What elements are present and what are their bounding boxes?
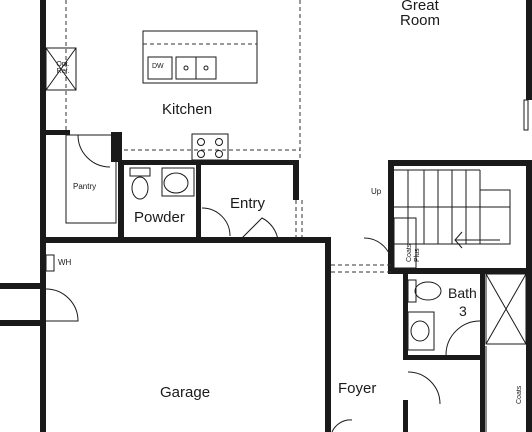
closet-left-wall (480, 268, 485, 432)
dishwasher-label: DW (152, 63, 164, 70)
right-exterior-wall (526, 160, 532, 432)
garage-label: Garage (160, 384, 211, 401)
entry-door-swing (239, 217, 279, 241)
coats-plus-closet (393, 217, 417, 269)
fridge-label: Opt. Ref. (56, 61, 70, 75)
sink-basin-right (195, 56, 217, 80)
kitchen-label: Kitchen (162, 101, 213, 118)
kitchen-island (142, 30, 258, 84)
fridge-cross (45, 47, 77, 91)
bath-toilet-tank (407, 279, 417, 303)
foyer-door-swing (407, 371, 441, 405)
garage-right-wall (325, 237, 331, 432)
entry-right-wall-upper (293, 160, 299, 200)
pantry-door-swing (77, 134, 111, 168)
sink-basin-left (175, 56, 197, 80)
bath3-label-line1: Bath (448, 285, 477, 301)
cooktop (191, 133, 229, 161)
powder-right-wall (196, 160, 201, 240)
left-bump-wall-bottom (0, 320, 46, 326)
water-heater-label: WH (58, 258, 72, 267)
shower (485, 273, 527, 345)
pantry-label: Pantry (73, 182, 97, 191)
window-marker (523, 99, 529, 131)
garage-door-swing (45, 288, 79, 322)
fridge-box (45, 47, 77, 91)
pantry-top-wall (40, 130, 70, 135)
bath-vanity (407, 311, 435, 351)
staircase (394, 169, 511, 249)
right-exterior-wall-top (526, 0, 532, 100)
burner-2 (215, 138, 223, 146)
front-door-swing (331, 419, 353, 432)
stairs-up-label: Up (371, 187, 382, 196)
bath-toilet-bowl (414, 281, 442, 301)
burner-1 (197, 138, 205, 146)
foyer-label: Foyer (338, 380, 377, 397)
sink-drain-right (203, 65, 209, 71)
bath-left-wall (403, 268, 408, 358)
bath3-label-line2: 3 (459, 303, 467, 319)
great-room-label: Great Room (399, 0, 440, 29)
left-exterior-wall (40, 0, 46, 432)
powder-left-wall (118, 160, 124, 240)
burner-3 (197, 150, 205, 158)
entry-label: Entry (230, 195, 266, 212)
garage-top-wall (40, 237, 330, 243)
bath-top-wall (388, 268, 532, 274)
burner-4 (215, 150, 223, 158)
powder-vanity (161, 167, 195, 197)
shower-cross (485, 273, 527, 345)
pantry-shelves (65, 134, 117, 224)
bath-sink (410, 320, 430, 342)
coats-plus-label: Coats Plus (406, 243, 421, 262)
toilet-tank (129, 167, 151, 177)
bath-bottom-wall (403, 355, 483, 360)
bath-door-swing (445, 320, 481, 356)
water-heater (45, 254, 55, 272)
toilet-bowl (131, 176, 149, 200)
foyer-closet-wall (403, 400, 408, 432)
powder-label: Powder (134, 209, 185, 226)
left-bump-wall-top (0, 283, 46, 289)
closet-door-swing (363, 237, 393, 267)
dishwasher-box (147, 56, 173, 80)
powder-door-swing (201, 207, 231, 237)
sink-drain-left (183, 65, 189, 71)
stair-top-wall (388, 160, 532, 166)
kitchen-lower-wall (118, 160, 298, 165)
stair-left-wall (388, 160, 394, 274)
coats-closet-label: Coats (516, 385, 523, 404)
powder-sink (163, 172, 189, 194)
